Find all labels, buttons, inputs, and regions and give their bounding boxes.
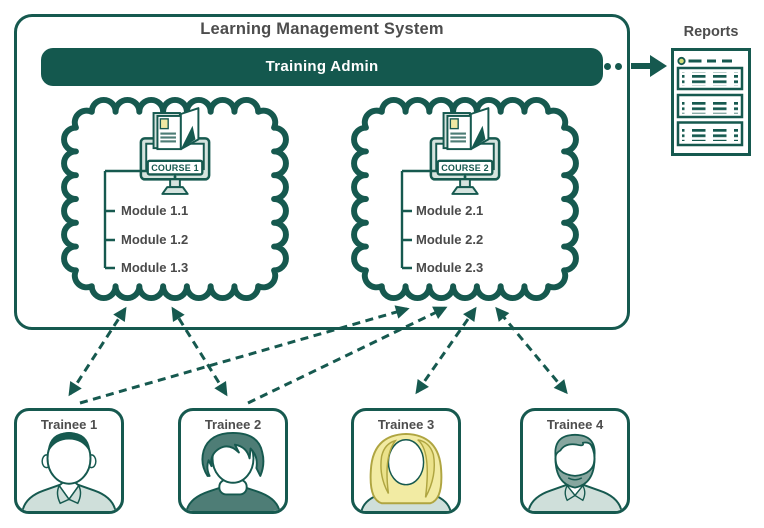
trainee-label: Trainee 1 bbox=[40, 417, 98, 432]
trainee-label: Trainee 2 bbox=[204, 417, 262, 432]
trainee-card-4: Trainee 4 bbox=[520, 408, 630, 514]
module-label: Module 1.2 bbox=[121, 232, 189, 247]
trainee-card-1: Trainee 1 bbox=[14, 408, 124, 514]
module-label: Module 1.1 bbox=[121, 203, 189, 218]
trainee-4-avatar-icon bbox=[527, 433, 623, 511]
course-1-label: COURSE 1 bbox=[151, 163, 199, 173]
monitor-open-book-icon bbox=[139, 107, 211, 195]
training-admin-banner: Training Admin bbox=[41, 48, 603, 86]
trainee-2-avatar-icon bbox=[185, 431, 281, 511]
dotted-connector-dot bbox=[615, 63, 622, 70]
arrow-to-reports-icon bbox=[631, 55, 667, 77]
lms-title: Learning Management System bbox=[200, 20, 444, 38]
trainee-label: Trainee 3 bbox=[377, 417, 435, 432]
reports-label: Reports bbox=[683, 24, 739, 40]
module-label: Module 2.3 bbox=[416, 260, 484, 275]
course-2-label: COURSE 2 bbox=[441, 163, 489, 173]
trainee-label: Trainee 4 bbox=[546, 417, 604, 432]
module-label: Module 2.1 bbox=[416, 203, 484, 218]
trainee-1-avatar-icon bbox=[21, 431, 117, 511]
module-label: Module 2.2 bbox=[416, 232, 484, 247]
trainee-card-2: Trainee 2 bbox=[178, 408, 288, 514]
monitor-open-book-icon bbox=[429, 107, 501, 195]
trainee-card-3: Trainee 3 bbox=[351, 408, 461, 514]
report-document-icon bbox=[671, 48, 751, 156]
trainee-3-avatar-icon bbox=[360, 432, 452, 511]
module-label: Module 1.3 bbox=[121, 260, 189, 275]
dotted-connector-dot bbox=[604, 63, 611, 70]
